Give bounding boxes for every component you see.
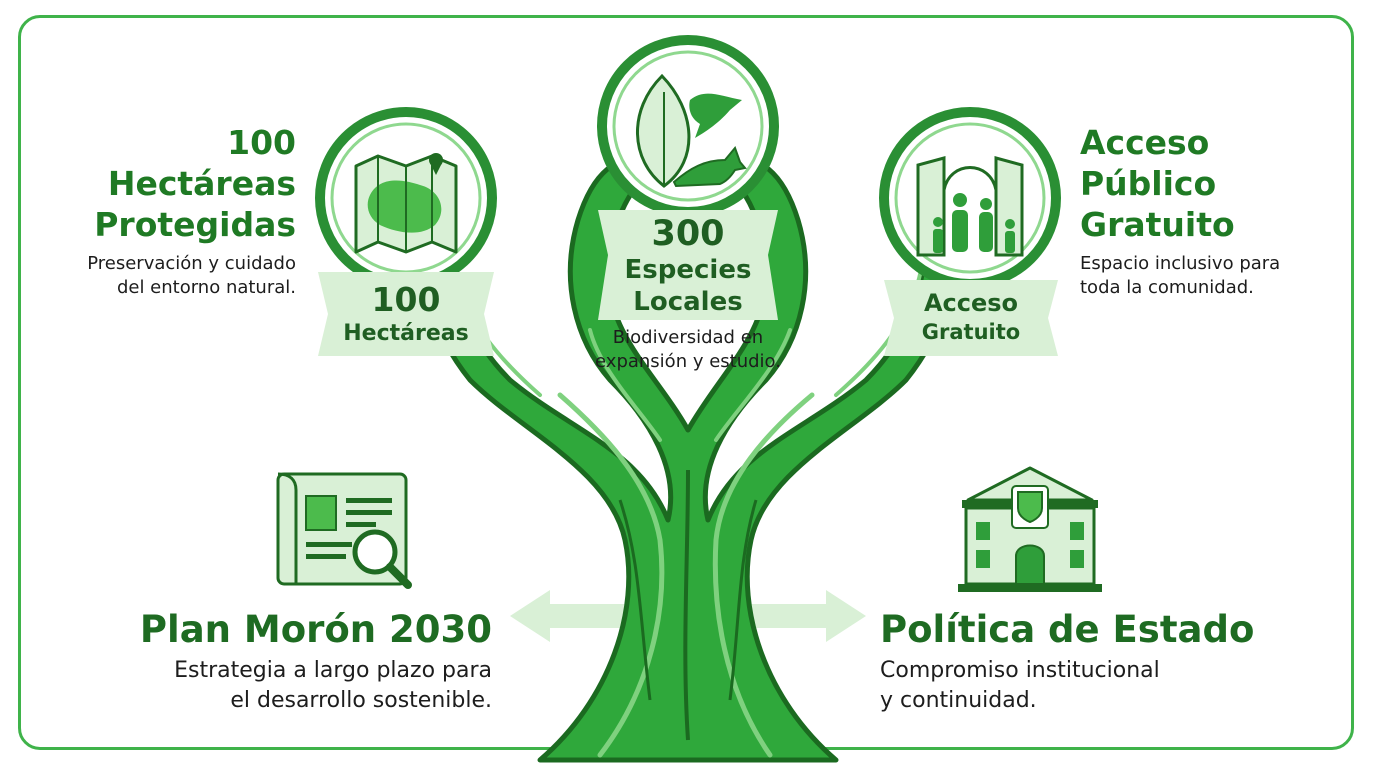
hectareas-heading-line2: Hectáreas [107, 164, 296, 203]
hectareas-heading-line3: Protegidas [94, 205, 296, 244]
hectareas-heading: 100 Hectáreas Protegidas [94, 122, 296, 245]
plan-desc-line1: Estrategia a largo plazo para [174, 658, 492, 683]
hectareas-description: Preservación y cuidado del entorno natur… [87, 252, 296, 300]
plan-description: Estrategia a largo plazo para el desarro… [174, 656, 492, 716]
acceso-banner-line1: Acceso [923, 289, 1019, 317]
acceso-heading-line1: Acceso [1080, 123, 1210, 162]
politica-desc-line1: Compromiso institucional [880, 658, 1160, 683]
acceso-heading-line3: Gratuito [1080, 205, 1235, 244]
politica-desc-line2: y continuidad. [880, 688, 1037, 713]
acceso-heading-line2: Público [1080, 164, 1217, 203]
arrow-left-icon [510, 590, 630, 642]
plan-desc-line2: el desarrollo sostenible. [230, 688, 492, 713]
circle-acceso [879, 107, 1061, 289]
especies-description: Biodiversidad en expansión y estudio. [578, 326, 798, 374]
arrow-right-icon [750, 590, 866, 642]
government-building-icon [958, 466, 1102, 592]
hectareas-banner-line1: 100 [371, 280, 441, 319]
plan-title: Plan Morón 2030 [139, 608, 492, 651]
especies-banner-line2: Especies [624, 255, 752, 285]
especies-desc-line2: expansión y estudio. [595, 351, 781, 372]
especies-banner-text: 300 Especies Locales [598, 214, 778, 318]
hectareas-banner-line2: Hectáreas [343, 321, 469, 346]
document-magnifier-icon [276, 472, 412, 589]
acceso-banner-line2: Gratuito [921, 320, 1021, 344]
acceso-description: Espacio inclusivo para toda la comunidad… [1080, 252, 1280, 300]
map-icon [354, 153, 458, 254]
leaf-bird-fox-icon [636, 73, 747, 188]
acceso-desc-line1: Espacio inclusivo para [1080, 253, 1281, 274]
politica-title: Política de Estado [880, 608, 1255, 651]
especies-banner-line1: 300 [651, 214, 725, 254]
especies-desc-line1: Biodiversidad en [612, 327, 764, 348]
hectareas-heading-line1: 100 [227, 123, 296, 162]
family-gate-icon [916, 156, 1024, 257]
acceso-desc-line2: toda la comunidad. [1080, 277, 1254, 298]
politica-description: Compromiso institucional y continuidad. [880, 656, 1160, 716]
hectareas-banner-text: 100 Hectáreas [318, 280, 494, 348]
banner-hectareas [318, 272, 494, 356]
acceso-banner-text: Acceso Gratuito [884, 288, 1058, 346]
banner-acceso [884, 280, 1058, 356]
acceso-heading: Acceso Público Gratuito [1080, 122, 1235, 245]
hectareas-desc-line2: del entorno natural. [116, 277, 296, 298]
hectareas-desc-line1: Preservación y cuidado [87, 253, 296, 274]
especies-banner-line3: Locales [633, 287, 743, 317]
banner-especies [598, 210, 778, 320]
